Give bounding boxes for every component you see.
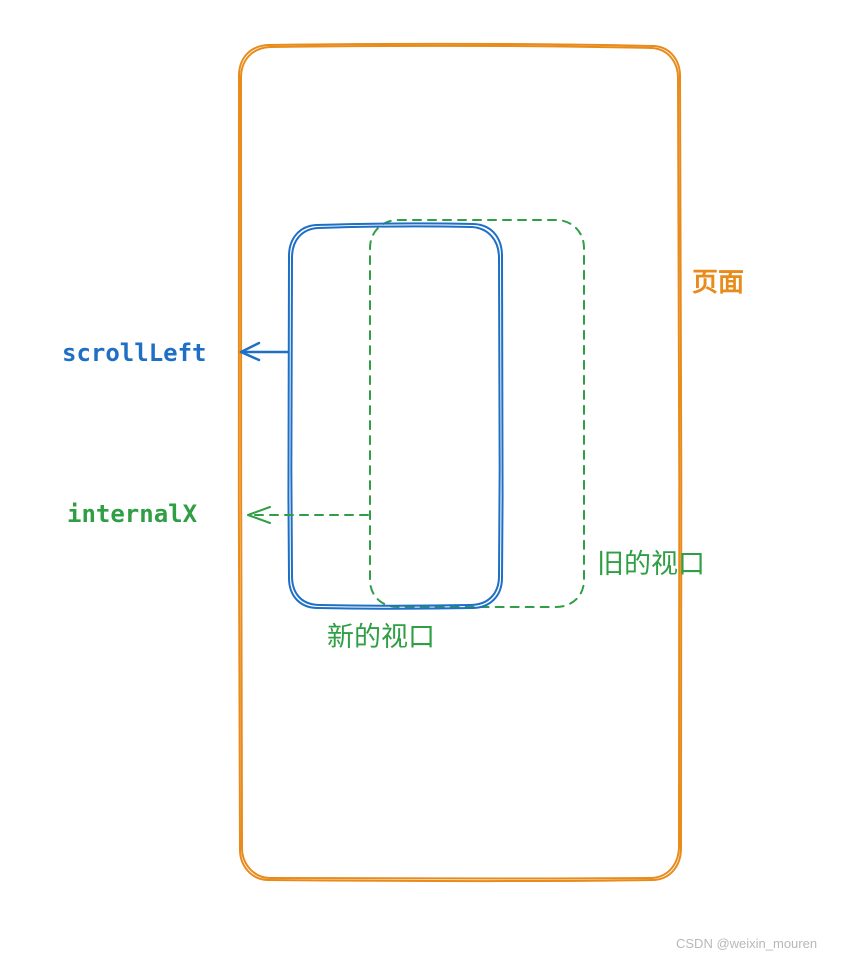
page-outline [237, 42, 683, 883]
old-viewport-label: 旧的视口 [597, 549, 705, 580]
watermark: CSDN @weixin_mouren [676, 936, 818, 951]
new-viewport-label: 新的视口 [327, 622, 435, 653]
internalx-label: internalX [67, 500, 198, 528]
old-viewport-outline [369, 219, 585, 608]
new-viewport-outline [287, 222, 504, 610]
scrollleft-label: scrollLeft [62, 339, 207, 367]
page-label: 页面 [692, 268, 745, 298]
internalx-arrow [247, 506, 369, 524]
scrollleft-arrow [239, 341, 290, 362]
